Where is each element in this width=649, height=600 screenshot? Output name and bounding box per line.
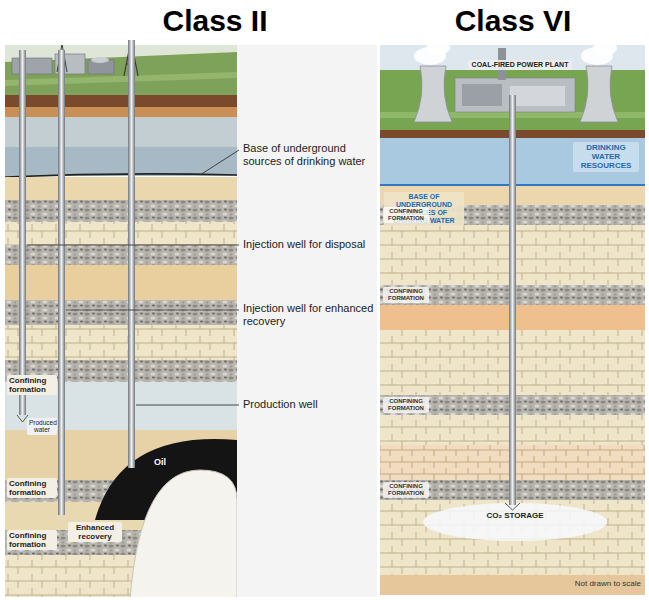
formation-label: Confining formation — [7, 530, 57, 550]
panel-title: Class VI — [428, 4, 598, 39]
callout-text: Production well — [243, 398, 377, 411]
class-ii-geology — [5, 45, 237, 597]
storage-label: CO₂ STORAGE — [478, 511, 552, 520]
callout-text: Injection well for disposal — [243, 238, 377, 251]
plant-label: COAL-FIRED POWER PLANT — [468, 60, 572, 70]
callout-panel — [237, 45, 377, 597]
formation-label: Enhanced recovery — [68, 522, 122, 542]
panel-title: Class II — [130, 4, 300, 39]
formation-label: Produced water — [27, 418, 57, 435]
callout-text: Base of underground sources of drinking … — [243, 142, 377, 167]
water-label: DRINKING WATER RESOURCES — [573, 142, 639, 172]
scale-note: Not drawn to scale — [555, 579, 641, 588]
formation-label: CONFINING FORMATION — [383, 287, 429, 303]
class-vi-well — [505, 95, 520, 510]
formation-label: Confining formation — [7, 375, 57, 395]
formation-label: CONFINING FORMATION — [383, 207, 429, 223]
formation-label: CONFINING FORMATION — [383, 482, 429, 498]
class-vi-geology — [380, 45, 645, 595]
callout-text: Injection well for enhanced recovery — [243, 302, 377, 327]
leader-lines — [27, 150, 239, 405]
oil-label: Oil — [148, 457, 172, 467]
class-ii-wells — [17, 40, 135, 522]
co2-plume — [423, 503, 607, 541]
formation-label: CONFINING FORMATION — [383, 397, 429, 413]
salt-dome — [130, 470, 237, 597]
formation-label: Confining formation — [7, 478, 57, 498]
